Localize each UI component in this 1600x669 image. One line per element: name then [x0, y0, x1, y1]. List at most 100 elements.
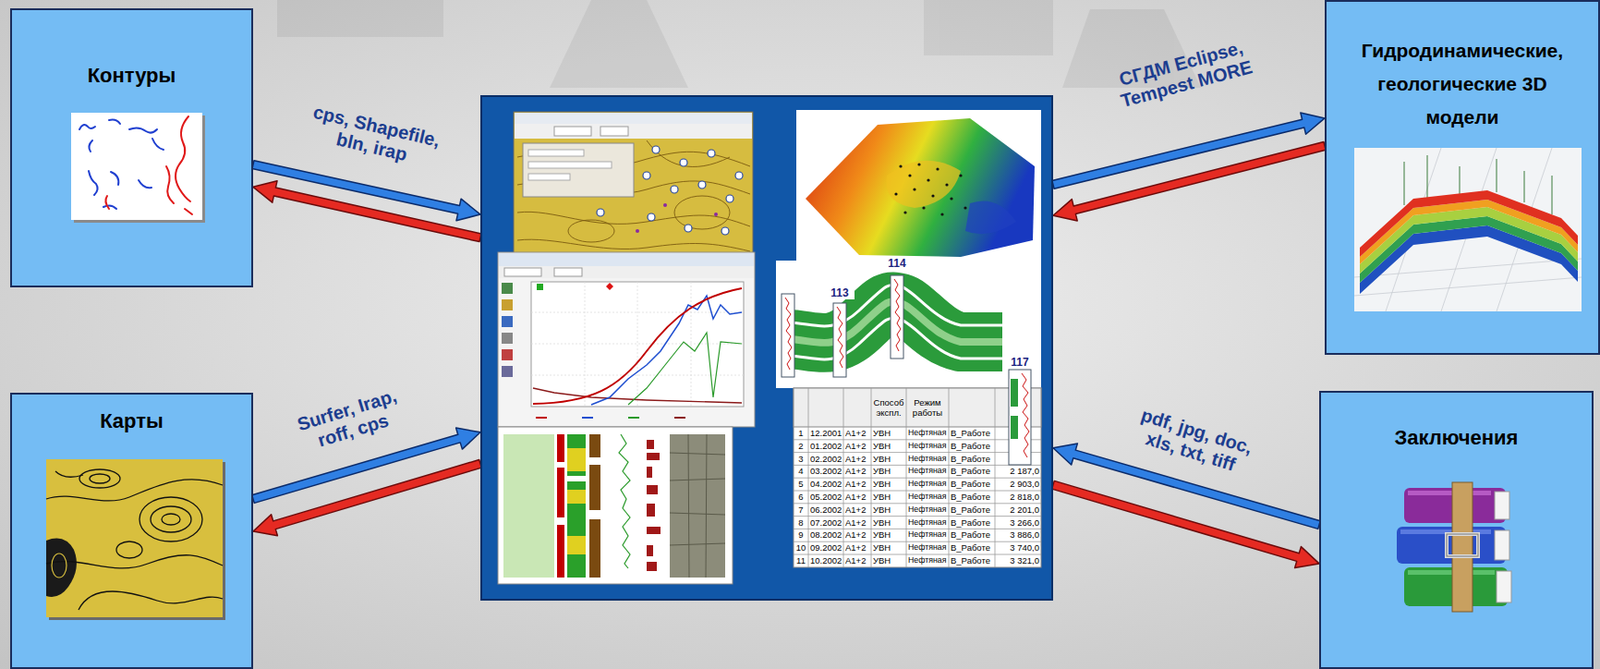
table-cell: А1+2 — [843, 477, 872, 491]
well-number: 114 — [882, 256, 912, 270]
table-cell: УВН — [871, 490, 907, 504]
map-screenshot — [726, 194, 734, 203]
archive-icon — [1404, 567, 1508, 607]
table-cell: А1+2 — [843, 490, 872, 504]
table-cell: В_Работе — [948, 490, 995, 504]
map-screenshot — [528, 161, 612, 169]
model-3d-picture — [1496, 158, 1498, 193]
map-screenshot — [647, 213, 655, 221]
cross-section — [775, 260, 1042, 388]
production-chart — [584, 281, 586, 407]
table-cell: УВН — [871, 554, 907, 568]
surface-3d — [805, 118, 1035, 257]
table-cell: 01.2002 — [808, 439, 844, 453]
data-table — [793, 515, 1042, 517]
map-screenshot — [528, 173, 570, 181]
well-log — [646, 439, 655, 449]
surface-3d — [926, 178, 930, 182]
well-log — [567, 489, 586, 504]
model-3d-picture — [1354, 258, 1582, 278]
table-cell: Нефтяная — [906, 490, 949, 504]
table-cell: 3 321,0 — [994, 554, 1042, 568]
map-screenshot — [646, 140, 730, 167]
production-chart — [690, 281, 692, 407]
map-screenshot — [522, 143, 634, 197]
cross-section — [787, 301, 1003, 343]
well-log — [646, 452, 660, 461]
well-log — [669, 434, 726, 578]
model-3d-picture — [1551, 175, 1553, 215]
production-chart — [533, 387, 742, 403]
well-log — [646, 545, 654, 557]
page-ground — [549, 0, 689, 88]
contour-picture — [103, 205, 117, 209]
table-cell: А1+2 — [843, 541, 872, 555]
production-chart — [591, 295, 742, 405]
model-3d-picture — [1354, 277, 1582, 296]
production-chart — [501, 332, 513, 344]
contour-picture — [175, 116, 191, 202]
table-cell: 3 740,0 — [994, 541, 1042, 555]
production-chart — [674, 416, 686, 419]
map-picture — [46, 555, 223, 569]
model-3d-picture — [1359, 206, 1578, 274]
well-log — [557, 461, 565, 468]
table-cell: Нефтяная — [906, 516, 949, 530]
production-chart — [497, 252, 755, 427]
data-table — [843, 387, 845, 568]
well-log — [618, 434, 631, 569]
surface-3d — [963, 206, 967, 209]
well-track — [1010, 415, 1019, 439]
production-chart — [628, 416, 640, 419]
well-log — [567, 535, 586, 555]
well-log — [646, 526, 661, 534]
map-screenshot — [707, 149, 716, 158]
data-table — [948, 387, 950, 568]
contour-picture — [105, 195, 110, 209]
table-cell: 10 — [793, 541, 809, 555]
archive-icon — [1407, 490, 1491, 496]
model-3d-picture — [1359, 190, 1578, 257]
production-chart — [498, 253, 754, 267]
well-log — [567, 448, 586, 472]
map-picture — [46, 469, 223, 610]
well-log — [646, 561, 657, 571]
map-screenshot — [528, 149, 584, 157]
map-screenshot — [517, 211, 751, 227]
data-table — [906, 387, 908, 568]
table-cell: 05.2002 — [808, 490, 844, 504]
well-log — [705, 434, 707, 578]
well-log — [497, 426, 733, 584]
map-screenshot — [517, 151, 751, 167]
well-track — [833, 303, 847, 377]
page-ground — [923, 0, 1054, 56]
map-picture — [116, 541, 143, 558]
table-cell: 2 201,0 — [994, 503, 1042, 517]
well-log — [669, 434, 726, 578]
flow-arrow — [1052, 112, 1325, 189]
well-log — [669, 512, 726, 515]
format-label: Surfer, Irap, roff, cps — [281, 381, 418, 461]
surface-3d — [903, 210, 907, 214]
table-cell: 2 — [793, 439, 809, 453]
production-chart — [497, 252, 755, 427]
table-cell: А1+2 — [843, 503, 872, 517]
contour-picture — [105, 116, 193, 215]
well-log — [497, 426, 733, 584]
table-cell: 12.2001 — [808, 426, 844, 440]
archive-icon — [1446, 533, 1479, 557]
map-picture — [55, 471, 84, 477]
contour-picture — [129, 127, 158, 133]
model-3d-picture — [1354, 147, 1582, 312]
production-chart — [501, 349, 513, 361]
table-cell: Нефтяная — [906, 439, 949, 453]
model-3d-picture — [1427, 155, 1429, 198]
cross-section — [787, 284, 1003, 327]
map-screenshot — [517, 140, 751, 252]
map-screenshot — [513, 111, 753, 266]
contour-picture — [71, 112, 206, 223]
table-cell: 7 — [793, 503, 809, 517]
table-cell: УВН — [871, 477, 907, 491]
well-log — [557, 434, 565, 578]
